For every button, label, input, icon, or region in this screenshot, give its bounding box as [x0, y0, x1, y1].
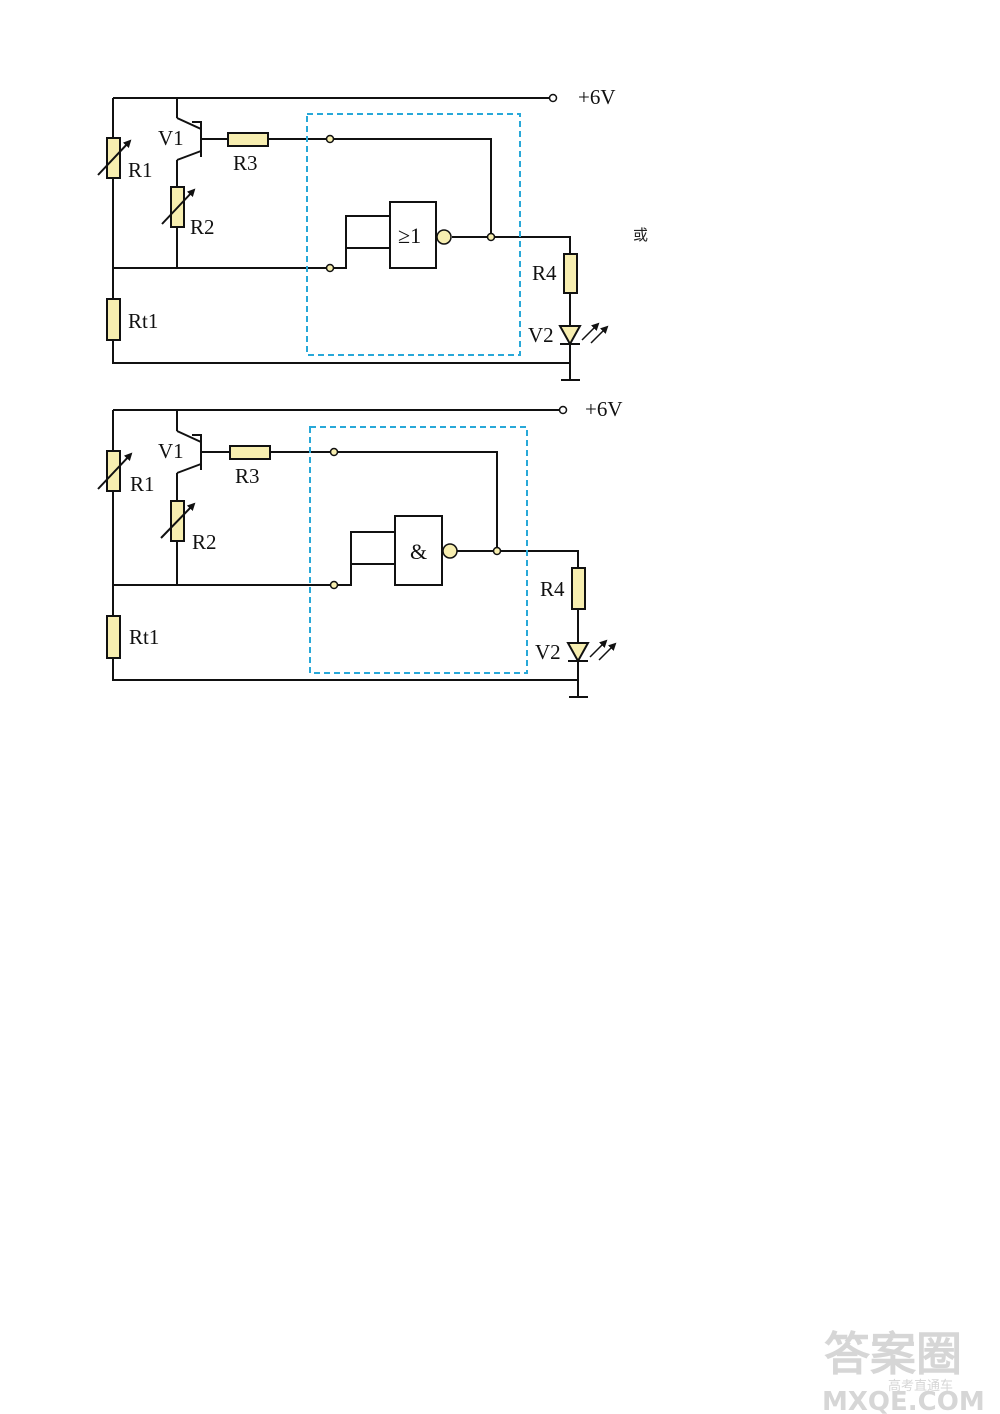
nand-gate [394, 515, 443, 586]
v1-label: V1 [158, 439, 184, 463]
r3-label: R3 [233, 151, 258, 175]
terminal-node [492, 546, 502, 556]
r1-variable-arrow [97, 139, 132, 176]
r1-resistor [106, 450, 121, 492]
rt1-label: Rt1 [128, 309, 158, 333]
watermark: 答案圈 高考直通车 MXQE.COM [822, 1327, 985, 1414]
gate-symbol: ≥1 [398, 223, 421, 248]
circuit-bottom: +6V V1 R1 R3 R2 R4 Rt1 V2 & [97, 397, 623, 698]
wires-top [112, 97, 580, 381]
terminal-node [486, 232, 496, 242]
supply-terminal [548, 93, 558, 103]
watermark-logo-text: 答案圈 [824, 1327, 962, 1381]
supply-label: +6V [578, 85, 616, 109]
watermark-domain-text: MXQE.COM [822, 1387, 985, 1414]
r1-variable-arrow [97, 452, 133, 490]
supply-label: +6V [585, 397, 623, 421]
r3-resistor [227, 132, 269, 147]
logic-module-box-top [306, 113, 521, 356]
nand-gate-inversion-bubble [442, 543, 458, 559]
terminal-node [325, 134, 335, 144]
supply-terminal [558, 405, 568, 415]
v2-label: V2 [535, 640, 561, 664]
terminal-node [329, 447, 339, 457]
r2-label: R2 [192, 530, 217, 554]
wires-bottom [112, 409, 588, 698]
r2-variable-arrow [161, 188, 196, 225]
nor-gate [389, 201, 437, 269]
r3-label: R3 [235, 464, 260, 488]
logic-module-box-bottom [309, 426, 528, 674]
r3-resistor [229, 445, 271, 460]
r4-resistor [571, 567, 586, 610]
r2-label: R2 [190, 215, 215, 239]
v2-led [558, 322, 609, 347]
r4-label: R4 [540, 577, 565, 601]
circuit-top: +6V V1 R1 R3 R2 R4 Rt1 V2 ≥1 [97, 85, 616, 381]
rt1-thermistor [106, 298, 121, 341]
terminal-node [329, 580, 339, 590]
nor-gate-inversion-bubble [436, 229, 452, 245]
r4-resistor [563, 253, 578, 294]
v1-label: V1 [158, 126, 184, 150]
rt1-label: Rt1 [129, 625, 159, 649]
r4-label: R4 [532, 261, 557, 285]
watermark-sub-text: 高考直通车 [888, 1378, 953, 1394]
r1-label: R1 [128, 158, 153, 182]
r1-label: R1 [130, 472, 155, 496]
v2-led [566, 639, 617, 664]
v2-label: V2 [528, 323, 554, 347]
or-separator-text: 或 [633, 226, 648, 244]
r2-variable-arrow [160, 502, 196, 539]
gate-symbol: & [410, 539, 427, 564]
rt1-thermistor [106, 615, 121, 659]
terminal-node [325, 263, 335, 273]
